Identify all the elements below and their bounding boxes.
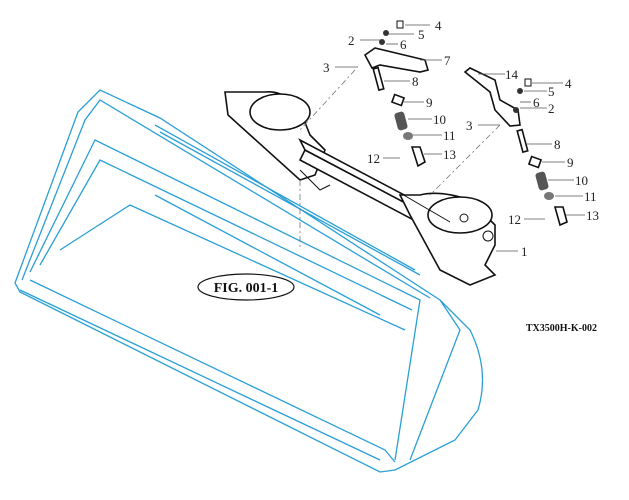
- callout-9: 9: [426, 95, 433, 110]
- callout-2: 2: [548, 101, 555, 116]
- callout-10: 10: [575, 173, 588, 188]
- callout-9: 9: [567, 155, 574, 170]
- pin-assembly-left: [363, 20, 430, 168]
- callout-12: 12: [508, 212, 521, 227]
- callout-12: 12: [367, 151, 380, 166]
- callout-14: 14: [505, 67, 519, 82]
- callout-2: 2: [348, 33, 355, 48]
- figure-label: FIG. 001-1: [214, 281, 279, 296]
- callout-3: 3: [466, 118, 473, 133]
- callout-5: 5: [548, 84, 555, 99]
- leader-lines: [335, 24, 585, 252]
- callout-11: 11: [584, 189, 597, 204]
- callout-5: 5: [418, 27, 425, 42]
- callout-1: 1: [521, 244, 528, 259]
- callout-13: 13: [443, 147, 456, 162]
- centerline: [299, 69, 356, 131]
- callout-10: 10: [433, 112, 446, 127]
- callout-4: 4: [435, 18, 442, 33]
- figure-label-oval: [197, 273, 295, 301]
- callout-7: 7: [444, 53, 451, 68]
- callout-3: 3: [323, 60, 330, 75]
- callout-4: 4: [565, 76, 572, 91]
- pin-assembly-right: [463, 67, 568, 227]
- callout-6: 6: [400, 37, 407, 52]
- callout-13: 13: [586, 208, 599, 223]
- mount-frame-drawing: [224, 91, 497, 286]
- callout-11: 11: [443, 128, 456, 143]
- callout-8: 8: [554, 137, 561, 152]
- bucket-drawing: [14, 89, 484, 473]
- callout-6: 6: [533, 95, 540, 110]
- callout-8: 8: [412, 74, 419, 89]
- drawing-code: TX3500H-K-002: [526, 323, 597, 334]
- centerline: [429, 124, 501, 196]
